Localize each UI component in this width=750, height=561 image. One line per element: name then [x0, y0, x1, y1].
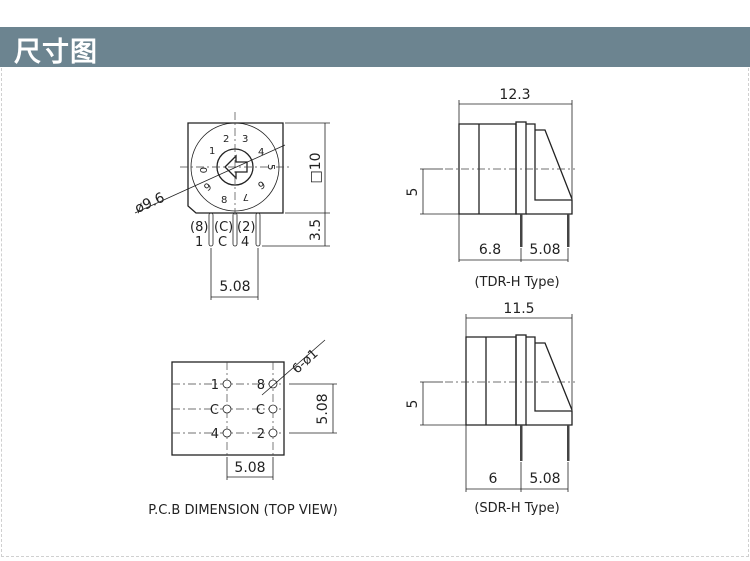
- pcb-caption: P.C.B DIMENSION (TOP VIEW): [148, 503, 337, 518]
- hole-label: 4: [211, 427, 219, 442]
- dial-digit: 8: [221, 195, 227, 206]
- section-header: 尺寸图: [0, 27, 750, 68]
- pin-label: C: [218, 235, 227, 250]
- dim-a-label: 6: [489, 471, 498, 487]
- pin-label: (2): [237, 220, 255, 235]
- dial-digit: 0: [197, 167, 208, 173]
- height-label: 5: [405, 188, 421, 197]
- dial-digit: 6: [255, 178, 266, 191]
- sdr-side-view: 11.5 5 6 5.08 (SDR-H Type): [405, 301, 575, 516]
- tdr-caption: (TDR-H Type): [474, 275, 559, 290]
- width-label: 12.3: [499, 87, 530, 103]
- hole-label: 2: [257, 427, 265, 442]
- hole-size-label: 6-ø1: [290, 346, 322, 377]
- tdr-side-view: 12.3 5 6.8 5.08 (TDR-H Type): [405, 87, 575, 290]
- height-label: 5: [405, 400, 421, 409]
- pcb-top-view: 1 C 4 8 C 2 6-ø1 5.08 5.08 P.C.B DIMENSI…: [148, 339, 338, 518]
- pitch-v-label: 5.08: [315, 393, 331, 424]
- dim-a-label: 6.8: [479, 242, 501, 258]
- pin-label: 1: [195, 235, 203, 250]
- dim-b-label: 5.08: [529, 242, 560, 258]
- pin-height-label: 3.5: [308, 219, 324, 241]
- size-label: □10: [308, 152, 324, 183]
- dial-digit: 1: [209, 146, 215, 157]
- hole-label: 8: [257, 378, 265, 393]
- dial-digit: 4: [258, 147, 264, 158]
- pitch-label: 5.08: [219, 279, 250, 295]
- width-label: 11.5: [503, 301, 534, 317]
- hole-label: C: [210, 403, 219, 418]
- dial-digit: 9: [202, 181, 214, 194]
- pin-label: (8): [190, 220, 208, 235]
- diameter-label: ø9.6: [132, 190, 167, 217]
- sdr-caption: (SDR-H Type): [474, 501, 559, 516]
- section-title: 尺寸图: [14, 37, 98, 68]
- hole-label: 1: [211, 378, 219, 393]
- content-frame: [1, 68, 749, 557]
- dim-b-label: 5.08: [529, 471, 560, 487]
- pin-label: 4: [241, 235, 249, 250]
- hole-label: C: [256, 403, 265, 418]
- front-view: 0 1 2 3 4 5 6 7 8 9 ø9.6 (8) (C) (2) 1 C…: [132, 112, 330, 300]
- dial-digit: 7: [243, 191, 249, 202]
- dial-digit: 2: [223, 134, 229, 145]
- pitch-h-label: 5.08: [234, 460, 265, 476]
- pin-label: (C): [214, 220, 233, 235]
- dial-digit: 5: [265, 164, 276, 170]
- dial-digit: 3: [242, 134, 248, 145]
